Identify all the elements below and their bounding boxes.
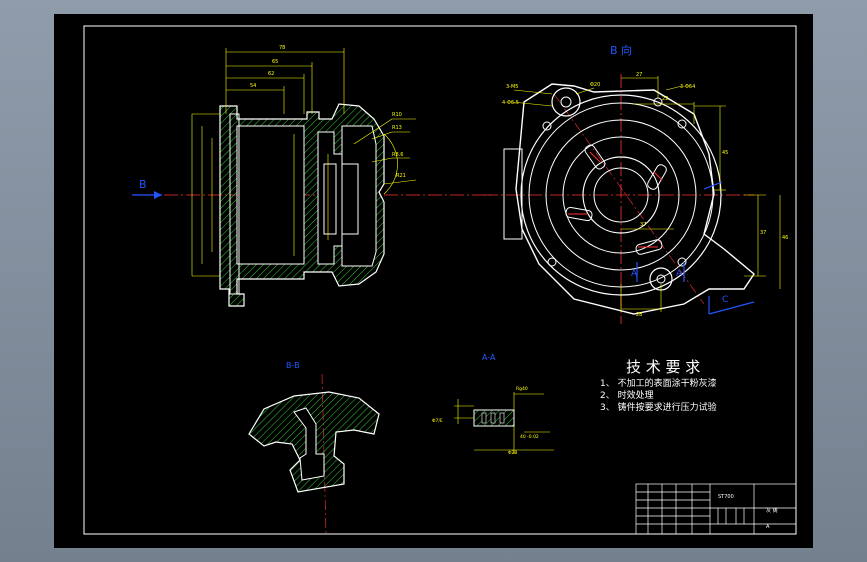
title-block-material: 灰 铸 [766,507,778,514]
svg-text:R21: R21 [396,173,406,179]
svg-text:27: 27 [636,72,642,78]
svg-text:46: 46 [782,235,788,241]
title-block-texts: ST700 灰 铸 A [718,494,778,530]
title-block-scale: A [766,524,770,530]
svg-text:R8.6: R8.6 [392,152,403,158]
arrow-a2-label: A [676,269,683,279]
main-dim-texts: 78 65 62 54 R10 R13 R8.6 R21 [250,45,406,179]
svg-text:3-Φ64: 3-Φ64 [680,84,695,90]
section-bb-title: B-B [286,361,300,370]
svg-text:78: 78 [279,45,285,51]
b-view-title: B 向 [610,43,632,57]
tech-req-item-1: 1、 不加工的表面涂干粉灰漆 [600,377,717,389]
drawing-sheet: 78 65 62 54 R10 R13 R8.6 R21 B B 向 [54,14,813,548]
b-view: B 向 [484,43,788,324]
svg-text:22: 22 [662,96,668,102]
main-section-view: 78 65 62 54 R10 R13 R8.6 R21 B [132,45,494,307]
arrow-a-c: A A C [631,181,755,315]
b-view-slot-marks [568,151,663,248]
svg-text:62: 62 [268,71,274,77]
title-block-code: ST700 [718,494,734,500]
svg-text:28: 28 [636,312,642,318]
drawing-frame [83,25,797,535]
b-view-dimensions [511,76,781,312]
svg-text:Φ20: Φ20 [590,82,600,88]
section-bb-view: B-B [248,361,380,535]
svg-text:3-M5: 3-M5 [506,84,518,90]
svg-text:R10: R10 [392,112,402,118]
section-aa-view: A-A Φ7/E Rg40 40 -0 [432,353,554,456]
svg-text:37: 37 [640,222,646,228]
svg-text:Φ28: Φ28 [508,450,517,456]
svg-text:45: 45 [722,150,728,156]
b-view-outline [515,83,755,315]
tech-requirements: 技 术 要 求 1、 不加工的表面涂干粉灰漆 2、 时效处理 3、 铸件按要求进… [600,358,717,413]
svg-text:54: 54 [250,83,256,89]
svg-text:Rg40: Rg40 [516,386,528,392]
arrow-c-label: C [722,295,728,305]
arrow-b-label: B [139,178,147,191]
drawing-canvas: 78 65 62 54 R10 R13 R8.6 R21 B B 向 [83,25,797,535]
tech-req-item-3: 3、 铸件按要求进行压力试验 [600,401,717,413]
title-block [635,483,797,535]
section-aa-title: A-A [482,353,496,362]
main-dimensions [191,48,417,277]
tech-req-title: 技 术 要 求 [626,358,700,376]
svg-text:37: 37 [760,230,766,236]
arrow-a-label: A [631,269,638,279]
tech-req-item-2: 2、 时效处理 [600,389,654,401]
svg-text:40 -0.02: 40 -0.02 [520,434,539,440]
svg-text:4-Φ6.5: 4-Φ6.5 [502,100,519,106]
b-view-dim-texts: 27 22 45 37 46 28 37 3-M5 4-Φ6.5 Φ20 3-Φ… [502,72,788,318]
svg-text:R13: R13 [392,125,402,131]
svg-text:Φ7/E: Φ7/E [432,418,443,424]
svg-text:65: 65 [272,59,278,65]
b-view-slots [565,144,667,255]
